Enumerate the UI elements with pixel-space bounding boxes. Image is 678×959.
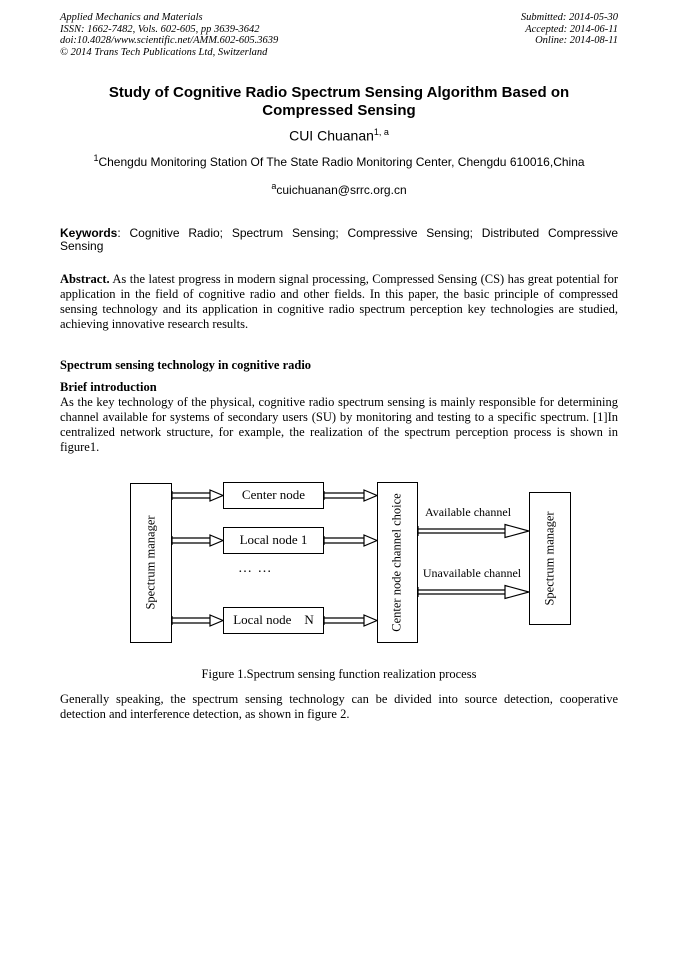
section-heading: Spectrum sensing technology in cognitive… xyxy=(60,357,312,372)
keywords-label: Keywords xyxy=(60,225,118,240)
journal-doi-line: doi:10.4028/www.scientific.net/AMM.602-6… xyxy=(60,35,279,46)
paper-title: Study of Cognitive Radio Spectrum Sensin… xyxy=(108,84,570,119)
channel-choice-label: Center node channel choice xyxy=(390,492,405,632)
journal-issn-line: ISSN: 1662-7482, Vols. 602-605, pp 3639-… xyxy=(60,23,260,35)
accepted-date: Accepted: 2014-06-11 xyxy=(525,23,618,35)
body-paragraph-1: As the key technology of the physical, c… xyxy=(60,394,618,454)
keywords-text: : Cognitive Radio; Spectrum Sensing; Com… xyxy=(60,225,618,254)
journal-info: Applied Mechanics and Materials ISSN: 16… xyxy=(60,12,278,58)
ellipsis-dots: … … xyxy=(238,560,273,576)
arrow-manager-to-local-node-1 xyxy=(171,533,225,547)
spectrum-manager-right-box: Spectrum manager xyxy=(529,491,571,625)
arrow-unavailable-channel xyxy=(417,584,532,599)
spectrum-manager-left-label: Spectrum manager xyxy=(143,515,158,610)
email-superscript: a xyxy=(271,180,277,191)
figure-1-diagram: Spectrum manager Center node Local node … xyxy=(60,477,618,649)
arrow-center-node-to-choice xyxy=(323,488,379,502)
spectrum-manager-left-box: Spectrum manager xyxy=(130,482,172,643)
arrow-manager-to-local-node-n xyxy=(171,613,225,627)
journal-copyright-line: © 2014 Trans Tech Publications Ltd, Swit… xyxy=(60,46,268,58)
submitted-date: Submitted: 2014-05-30 xyxy=(520,12,618,23)
arrow-manager-to-center-node xyxy=(171,488,225,502)
author-line: CUI Chuanan1, a xyxy=(60,124,618,144)
figure-caption: Figure 1.Spectrum sensing function reali… xyxy=(201,666,477,681)
affiliation-line: 1Chengdu Monitoring Station Of The State… xyxy=(60,151,618,169)
channel-choice-box: Center node channel choice xyxy=(377,481,418,643)
affiliation-superscript: 1 xyxy=(93,152,99,163)
author-superscript: 1, a xyxy=(373,127,389,137)
local-node-1-box: Local node 1 xyxy=(223,526,324,554)
author-name: CUI Chuanan xyxy=(289,127,374,144)
journal-title: Applied Mechanics and Materials xyxy=(60,12,203,23)
abstract-label: Abstract. xyxy=(60,271,110,286)
email-address: cuichuanan@srrc.org.cn xyxy=(276,182,407,197)
keywords-paragraph: Keywords: Cognitive Radio; Spectrum Sens… xyxy=(60,225,618,254)
center-node-box: Center node xyxy=(223,481,324,509)
journal-header: Applied Mechanics and Materials ISSN: 16… xyxy=(60,12,618,58)
spectrum-manager-right-label: Spectrum manager xyxy=(542,511,557,606)
email-line: acuichuanan@srrc.org.cn xyxy=(60,179,618,197)
arrow-local-node-n-to-choice xyxy=(323,613,379,627)
abstract-paragraph: Abstract. As the latest progress in mode… xyxy=(60,272,618,332)
arrow-available-channel xyxy=(417,523,532,538)
subsection-heading: Brief introduction xyxy=(60,379,157,394)
available-channel-label: Available channel xyxy=(424,504,512,519)
unavailable-channel-label: Unavailable channel xyxy=(422,565,522,580)
body-paragraph-2: Generally speaking, the spectrum sensing… xyxy=(60,691,618,721)
diagram-arrows xyxy=(171,488,532,627)
abstract-text: As the latest progress in modern signal … xyxy=(60,271,618,331)
local-node-n-box: Local node N xyxy=(223,606,324,634)
arrow-local-node-1-to-choice xyxy=(323,533,379,547)
submission-dates: Submitted: 2014-05-30 Accepted: 2014-06-… xyxy=(521,12,618,58)
online-date: Online: 2014-08-11 xyxy=(535,35,618,46)
affiliation-text: Chengdu Monitoring Station Of The State … xyxy=(98,154,585,169)
